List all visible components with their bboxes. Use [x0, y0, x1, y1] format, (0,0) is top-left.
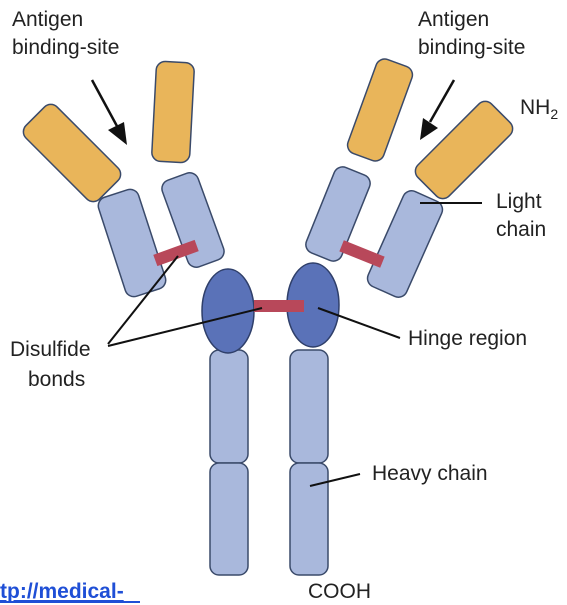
- right-light-constant: [365, 188, 446, 300]
- heavy-chain-left-lower: [210, 463, 248, 575]
- antigen-right-label-2: binding-site: [418, 36, 525, 59]
- left-antigen-arrow: [92, 80, 118, 128]
- heavy-chain-label: Heavy chain: [372, 462, 488, 485]
- cooh-label: COOH: [308, 580, 371, 603]
- nh2-label: NH2: [520, 96, 558, 122]
- heavy-chain-left-upper: [210, 350, 248, 463]
- hinge-disulfide-bond: [254, 300, 304, 312]
- right-light-variable: [412, 98, 517, 203]
- disulfide-label-1: Disulfide: [10, 338, 91, 361]
- light-chain-label-1: Light: [496, 190, 542, 213]
- light-chain-label-2: chain: [496, 218, 546, 241]
- left-heavy-variable: [151, 61, 194, 163]
- disulfide-label-2: bonds: [28, 368, 85, 391]
- heavy-chain-right-lower: [290, 463, 328, 575]
- antigen-left-label-2: binding-site: [12, 36, 119, 59]
- left-antigen-arrowhead: [108, 122, 127, 145]
- right-heavy-variable: [345, 57, 415, 164]
- antigen-right-label-1: Antigen: [418, 8, 489, 31]
- heavy-chain-right-upper: [290, 350, 328, 463]
- right-antigen-arrow: [430, 80, 454, 122]
- source-link[interactable]: tp://medical-: [0, 580, 124, 603]
- antigen-left-label-1: Antigen: [12, 8, 83, 31]
- left-light-variable: [20, 101, 125, 206]
- hinge-region-label: Hinge region: [408, 327, 527, 350]
- right-disulfide-bond: [339, 240, 384, 268]
